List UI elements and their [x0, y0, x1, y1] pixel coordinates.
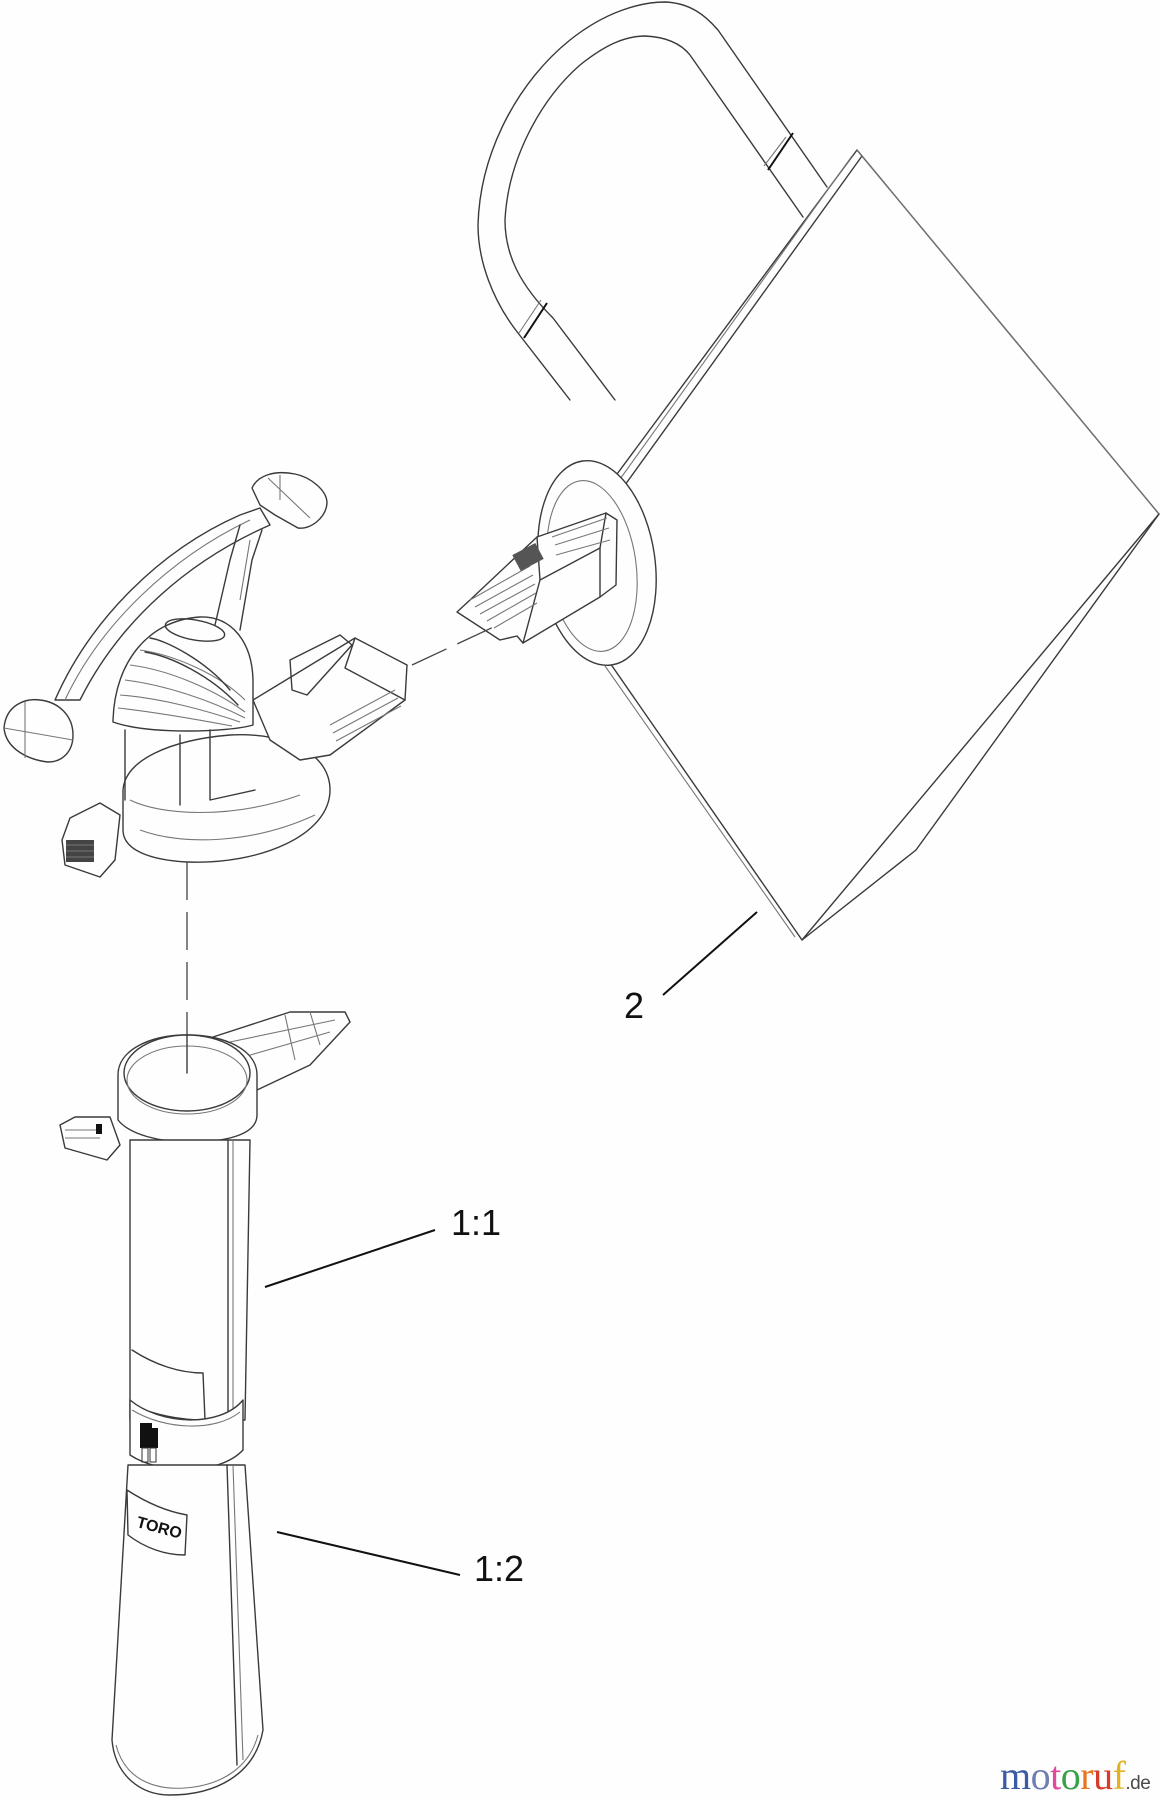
- blower-motor-dome: [112, 616, 254, 732]
- blower-front-grip: [3, 698, 74, 763]
- blower-nozzle: [252, 637, 408, 761]
- vacuum-tube-assembly[interactable]: TORO: [59, 1011, 351, 1796]
- watermark-letter: t: [1050, 1753, 1061, 1798]
- watermark-letter: f: [1112, 1753, 1126, 1798]
- bag-connector: [456, 512, 618, 644]
- callout-2: 2: [624, 985, 645, 1026]
- callout-1-2: 1:2: [474, 1548, 525, 1589]
- blower-handle: [54, 507, 271, 701]
- bag-body: [599, 149, 1160, 941]
- handle-clip-lower: [518, 299, 548, 339]
- motoruf-watermark: motoruf.de: [1000, 1753, 1151, 1798]
- callout-1-1: 1:1: [451, 1202, 502, 1243]
- leader-line-1-1: [264, 1229, 436, 1288]
- watermark-letter: m: [1000, 1753, 1031, 1798]
- lower-tube: [111, 1464, 264, 1796]
- bag-handle-outer: [477, 1, 828, 401]
- watermark-letter: o: [1060, 1753, 1081, 1798]
- watermark-letter: u: [1093, 1753, 1113, 1798]
- tube-logo-icon: [140, 1423, 158, 1463]
- blower-motor-unit[interactable]: [3, 471, 408, 878]
- collection-bag[interactable]: [456, 1, 1160, 941]
- upper-tube: [129, 1139, 251, 1421]
- blower-rear-grip: [251, 471, 328, 529]
- leader-line-1-2: [276, 1531, 461, 1576]
- watermark-tld: .de: [1125, 1773, 1151, 1794]
- bag-handle-inner: [504, 35, 804, 401]
- blower-base: [122, 734, 331, 863]
- watermark-letter: o: [1030, 1753, 1051, 1798]
- handle-clip-upper: [763, 132, 794, 171]
- leader-line-2: [662, 911, 758, 996]
- watermark-letter: r: [1080, 1753, 1094, 1798]
- alignment-line-nozzle: [411, 623, 501, 666]
